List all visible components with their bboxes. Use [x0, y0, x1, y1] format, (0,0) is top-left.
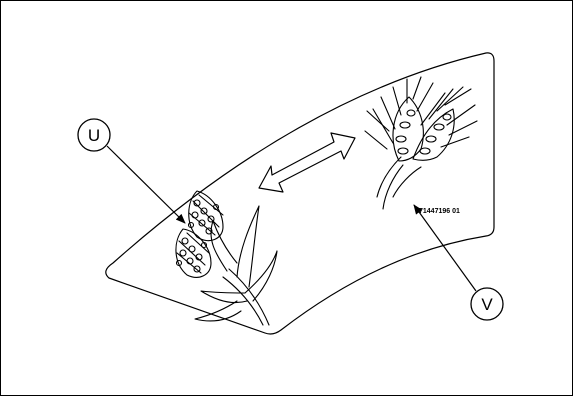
- double-arrow-icon: [259, 133, 355, 192]
- part-number-text: 71447196 01: [419, 208, 460, 215]
- callout-u: U: [78, 119, 185, 223]
- wheat-icon: [365, 77, 477, 209]
- callout-u-label: U: [88, 126, 100, 145]
- callout-u-leader: [107, 146, 185, 223]
- callout-v-label: V: [481, 295, 493, 314]
- callout-v: V: [414, 205, 503, 320]
- corn-icon: [176, 191, 277, 325]
- decal-outline: [106, 53, 494, 334]
- callout-v-leader: [414, 205, 476, 291]
